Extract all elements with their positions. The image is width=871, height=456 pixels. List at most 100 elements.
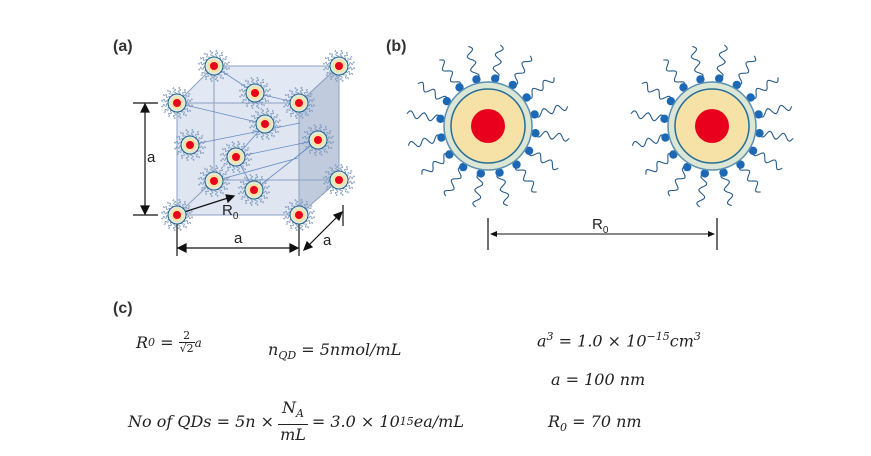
ligand-strand — [244, 152, 253, 157]
ligand-strand — [512, 55, 533, 86]
ligand-strand — [177, 111, 182, 120]
lattice-line — [253, 139, 319, 191]
ligand-strand — [346, 170, 353, 177]
ligand-head — [455, 83, 464, 92]
ligand-strand — [339, 188, 344, 197]
ligand-strand — [172, 86, 177, 95]
ligand-strand — [343, 166, 348, 173]
ligand-strand — [330, 73, 335, 80]
ligand-strand — [177, 198, 182, 207]
ligand-head — [679, 83, 688, 92]
qd-core — [210, 177, 218, 185]
ligand-strand — [325, 171, 332, 176]
ligand-strand — [200, 57, 207, 62]
ligand-strand — [194, 131, 199, 138]
ligand-head — [732, 80, 741, 90]
ligand-strand — [299, 223, 304, 232]
ligand-strand — [334, 49, 339, 58]
ligand-strand — [322, 66, 331, 71]
ligand-strand — [237, 190, 246, 195]
ligand-strand — [322, 175, 331, 180]
ligand-strand — [197, 61, 206, 66]
ligand-strand — [443, 166, 464, 197]
ligand-strand — [255, 101, 260, 110]
small-quantum-dot — [282, 86, 316, 120]
small-quantum-dot — [160, 86, 194, 120]
ligand-strand — [263, 93, 272, 98]
ligand-strand — [160, 210, 169, 215]
ligand-strand — [282, 98, 291, 103]
ligand-strand — [205, 188, 210, 195]
ligand-strand — [302, 222, 309, 229]
eq-qd-concentration: nQD = 5nmol/mL — [268, 340, 402, 363]
ligand-strand — [236, 140, 241, 149]
ligand-strand — [272, 128, 279, 133]
ligand-strand — [307, 215, 316, 220]
ligand-strand — [496, 172, 510, 207]
arrowhead — [302, 240, 314, 252]
ligand-strand — [222, 66, 231, 71]
ligand-strand — [218, 167, 223, 174]
ligand-strand — [250, 101, 255, 110]
ligand-strand — [334, 74, 339, 83]
ligand-strand — [329, 166, 336, 173]
qd-core — [335, 62, 343, 70]
qd-shell-ring — [450, 88, 526, 164]
ligand-strand — [172, 223, 177, 232]
ligand-strand — [231, 165, 236, 174]
lattice-line — [176, 102, 266, 125]
ligand-strand — [439, 59, 462, 88]
ligand-strand — [421, 152, 450, 175]
arrowhead — [289, 243, 300, 253]
ligand-strand — [306, 205, 313, 212]
ligand-strand — [307, 103, 316, 108]
ligand-strand — [514, 164, 537, 193]
ligand-strand — [168, 222, 173, 229]
ligand-strand — [214, 164, 219, 173]
ligand-strand — [219, 157, 228, 162]
ligand-strand — [260, 132, 265, 141]
ligand-strand — [289, 89, 296, 96]
ligand-head — [696, 75, 705, 84]
small-quantum-dot — [219, 140, 253, 174]
ligand-strand — [251, 127, 258, 134]
qd-pair — [406, 44, 794, 250]
arrowhead — [176, 243, 187, 253]
ligand-strand — [758, 130, 794, 142]
qd-core — [314, 136, 322, 144]
ligand-head — [700, 169, 710, 178]
ligand-strand — [330, 187, 335, 194]
ligand-strand — [168, 110, 173, 117]
ligand-strand — [309, 147, 314, 154]
ligand-strand — [307, 98, 316, 103]
ligand-strand — [346, 184, 353, 189]
ligand-head — [666, 97, 676, 106]
ligand-strand — [256, 131, 261, 138]
ligand-strand — [262, 97, 269, 102]
ligand-strand — [528, 150, 559, 171]
ligand-strand — [752, 150, 783, 171]
ligand-strand — [185, 210, 194, 215]
ligand-strand — [299, 111, 304, 120]
ligand-strand — [200, 69, 207, 76]
ligand-strand — [318, 123, 323, 132]
ligand-strand — [342, 187, 349, 194]
ligand-strand — [259, 79, 264, 86]
ligand-strand — [173, 140, 182, 145]
qd-core — [173, 211, 181, 219]
ligand-strand — [260, 107, 265, 116]
ligand-strand — [163, 94, 170, 99]
ligand-strand — [198, 140, 207, 145]
ligand-strand — [176, 148, 183, 155]
ligand-head — [476, 169, 486, 178]
qd-core — [250, 186, 258, 194]
cube-depth-label: a — [323, 232, 332, 249]
ligand-strand — [217, 188, 224, 195]
ligand-strand — [645, 152, 674, 175]
ligand-head — [754, 110, 763, 119]
ligand-strand — [304, 131, 311, 136]
ligand-strand — [472, 172, 484, 208]
ligand-strand — [322, 180, 331, 185]
